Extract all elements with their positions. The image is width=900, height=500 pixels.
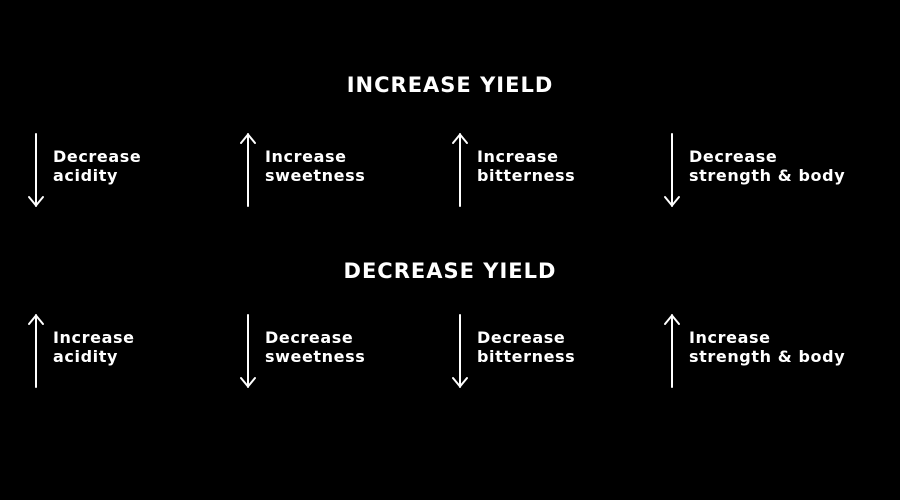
arrow-down-icon <box>238 313 258 389</box>
effect-change: Decrease <box>265 328 354 347</box>
effect-item: Decrease bitterness <box>450 310 650 390</box>
effect-change: Decrease <box>53 147 142 166</box>
effect-item: Increase strength & body <box>662 310 862 390</box>
effect-attribute: strength & body <box>689 347 846 366</box>
effect-label: Increase bitterness <box>477 147 575 185</box>
effect-label: Increase strength & body <box>689 328 845 366</box>
effect-label: Decrease strength & body <box>689 147 845 185</box>
arrow-up-icon <box>238 132 258 208</box>
effect-item: Increase bitterness <box>450 129 650 209</box>
arrow-up-icon <box>450 132 470 208</box>
increase-yield-title: INCREASE YIELD <box>346 73 554 97</box>
effect-item: Increase sweetness <box>238 129 438 209</box>
decrease-yield-row: Increase acidity Decrease sweetness Decr… <box>0 310 900 390</box>
effect-item: Decrease strength & body <box>662 129 862 209</box>
effect-attribute: acidity <box>53 166 118 185</box>
arrow-up-icon <box>662 313 682 389</box>
increase-yield-row: Decrease acidity Increase sweetness Incr… <box>0 129 900 209</box>
arrow-down-icon <box>662 132 682 208</box>
effect-item: Decrease sweetness <box>238 310 438 390</box>
effect-item: Increase acidity <box>26 310 226 390</box>
effect-label: Increase sweetness <box>265 147 365 185</box>
effect-label: Decrease acidity <box>53 147 141 185</box>
effect-attribute: strength & body <box>689 166 846 185</box>
effect-change: Increase <box>477 147 559 166</box>
effect-label: Decrease sweetness <box>265 328 365 366</box>
arrow-down-icon <box>450 313 470 389</box>
effect-change: Increase <box>265 147 347 166</box>
effect-attribute: acidity <box>53 347 118 366</box>
effect-change: Decrease <box>689 147 778 166</box>
effect-item: Decrease acidity <box>26 129 226 209</box>
arrow-up-icon <box>26 313 46 389</box>
effect-change: Increase <box>689 328 771 347</box>
effect-attribute: sweetness <box>265 166 366 185</box>
decrease-yield-title: DECREASE YIELD <box>343 259 557 283</box>
arrow-down-icon <box>26 132 46 208</box>
effect-label: Decrease bitterness <box>477 328 575 366</box>
effect-label: Increase acidity <box>53 328 135 366</box>
effect-change: Decrease <box>477 328 566 347</box>
effect-change: Increase <box>53 328 135 347</box>
effect-attribute: bitterness <box>477 347 576 366</box>
effect-attribute: bitterness <box>477 166 576 185</box>
effect-attribute: sweetness <box>265 347 366 366</box>
